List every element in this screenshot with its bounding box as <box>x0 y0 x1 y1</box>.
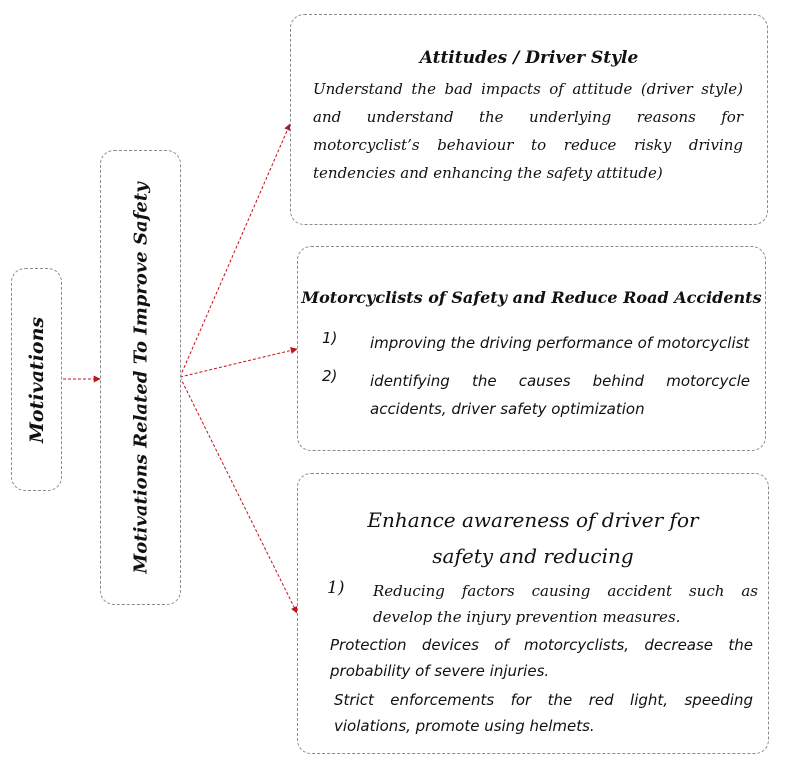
awareness-item-1-number: 1) <box>327 578 345 598</box>
awareness-item-1-text: Reducing factors causing accident such a… <box>373 582 758 626</box>
awareness-title: Enhance awareness of driver for safety a… <box>367 508 699 568</box>
accidents-item-1-number: 1) <box>322 329 338 347</box>
awareness-enforcement-text: Strict enforcements for the red light, s… <box>334 691 753 735</box>
arrow-related-to-accidents <box>179 347 298 378</box>
attitudes-body: Understand the bad impacts of attitude (… <box>313 80 743 182</box>
awareness-protection-text: Protection devices of motorcyclists, dec… <box>330 636 753 680</box>
attitudes-title: Attitudes / Driver Style <box>419 48 639 68</box>
accidents-item-2-number: 2) <box>322 367 338 385</box>
accidents-item-2-text: identifying the causes behind motorcycle… <box>370 372 750 418</box>
related-safety-box: Motivations Related To Improve Safety <box>100 150 181 605</box>
related-safety-label: Motivations Related To Improve Safety <box>130 181 151 574</box>
motivations-box: Motivations <box>11 268 62 491</box>
arrow-related-to-awareness <box>179 376 298 614</box>
accidents-box: Motorcyclists of Safety and Reduce Road … <box>297 246 766 451</box>
arrow-related-to-attitudes <box>179 123 291 378</box>
attitudes-box: Attitudes / Driver Style Understand the … <box>290 14 768 225</box>
accidents-item-1-text: improving the driving performance of mot… <box>370 334 750 352</box>
accidents-title: Motorcyclists of Safety and Reduce Road … <box>301 288 762 307</box>
awareness-box: Enhance awareness of driver for safety a… <box>297 473 769 754</box>
motivations-label: Motivations <box>25 316 48 443</box>
